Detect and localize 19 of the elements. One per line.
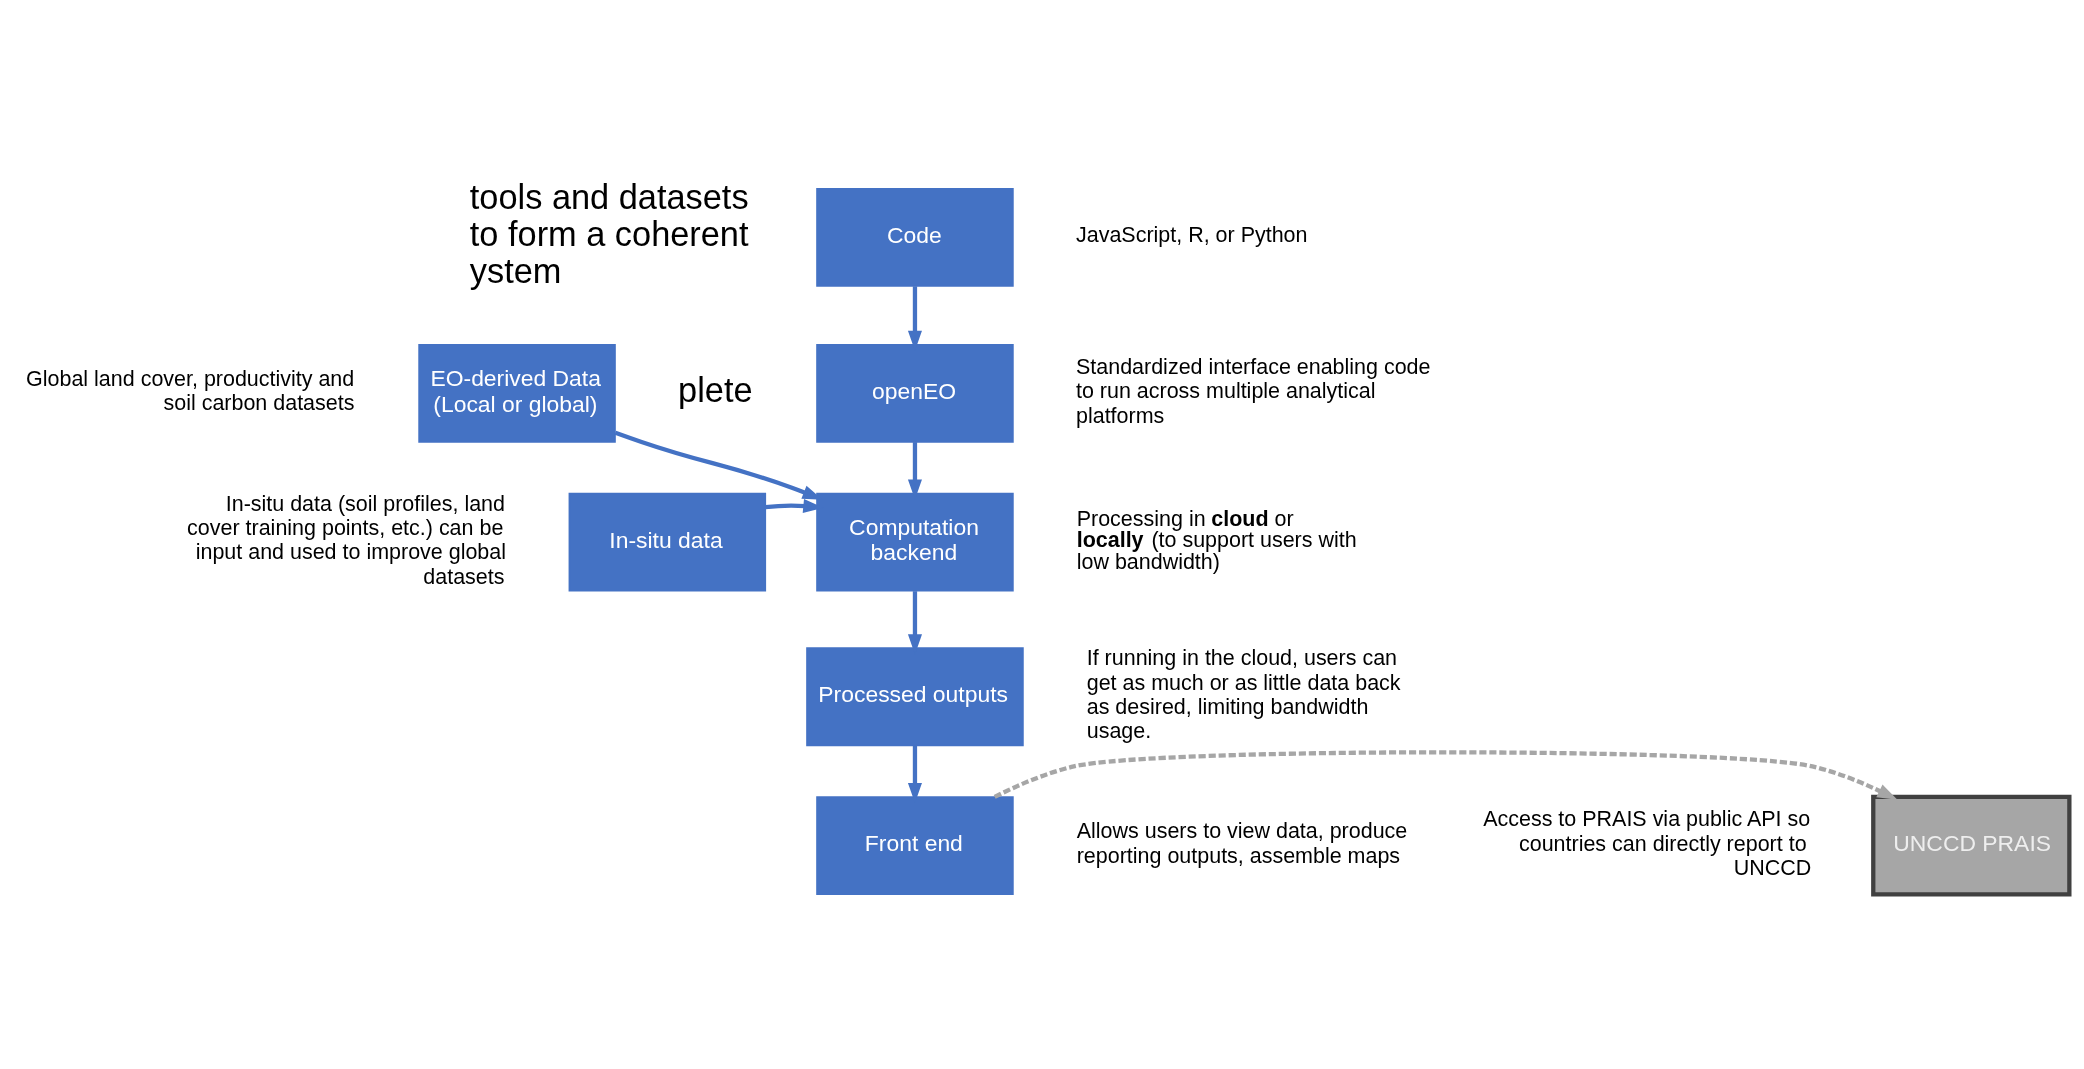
node-box: In-situ data: [568, 492, 767, 592]
node-label: Processing in cloud or locally (to support users with low bandwidth): [1076, 506, 1357, 574]
node-box: UNCCD PRAIS: [1871, 794, 2072, 896]
node-label: In-situ data (soil profiles, land cover training points, etc.) can be input and used to improve global datasets: [187, 491, 507, 589]
node-label: Access to PRAIS via public API so countries can directly report to UNCCD: [1483, 806, 1812, 880]
node-box: Front end: [816, 795, 1014, 895]
node-label: Allows users to view data, produce reporting outputs, assemble maps: [1076, 818, 1408, 868]
node-box: Computation backend: [816, 492, 1014, 592]
node-label: Global land cover, productivity and soil carbon datasets: [26, 366, 355, 415]
node-box: Processed outputs: [806, 646, 1024, 746]
node-box: EO-derived Data (Local or global): [418, 343, 616, 443]
node-label: JavaScript, R, or Python: [1075, 222, 1308, 247]
node-box: openEO: [816, 343, 1014, 443]
node-box: Code: [816, 187, 1014, 287]
node-label: Standardized interface enabling code to run across multiple analytical platforms: [1075, 354, 1431, 428]
label: plete: [678, 370, 753, 409]
label: tools and datasets to form a coherent ystem: [469, 177, 749, 290]
arrow: [993, 749, 1898, 800]
node-label: If running in the cloud, users can get as much or as little data back as desired, limiting bandwidth usage.: [1086, 645, 1401, 743]
